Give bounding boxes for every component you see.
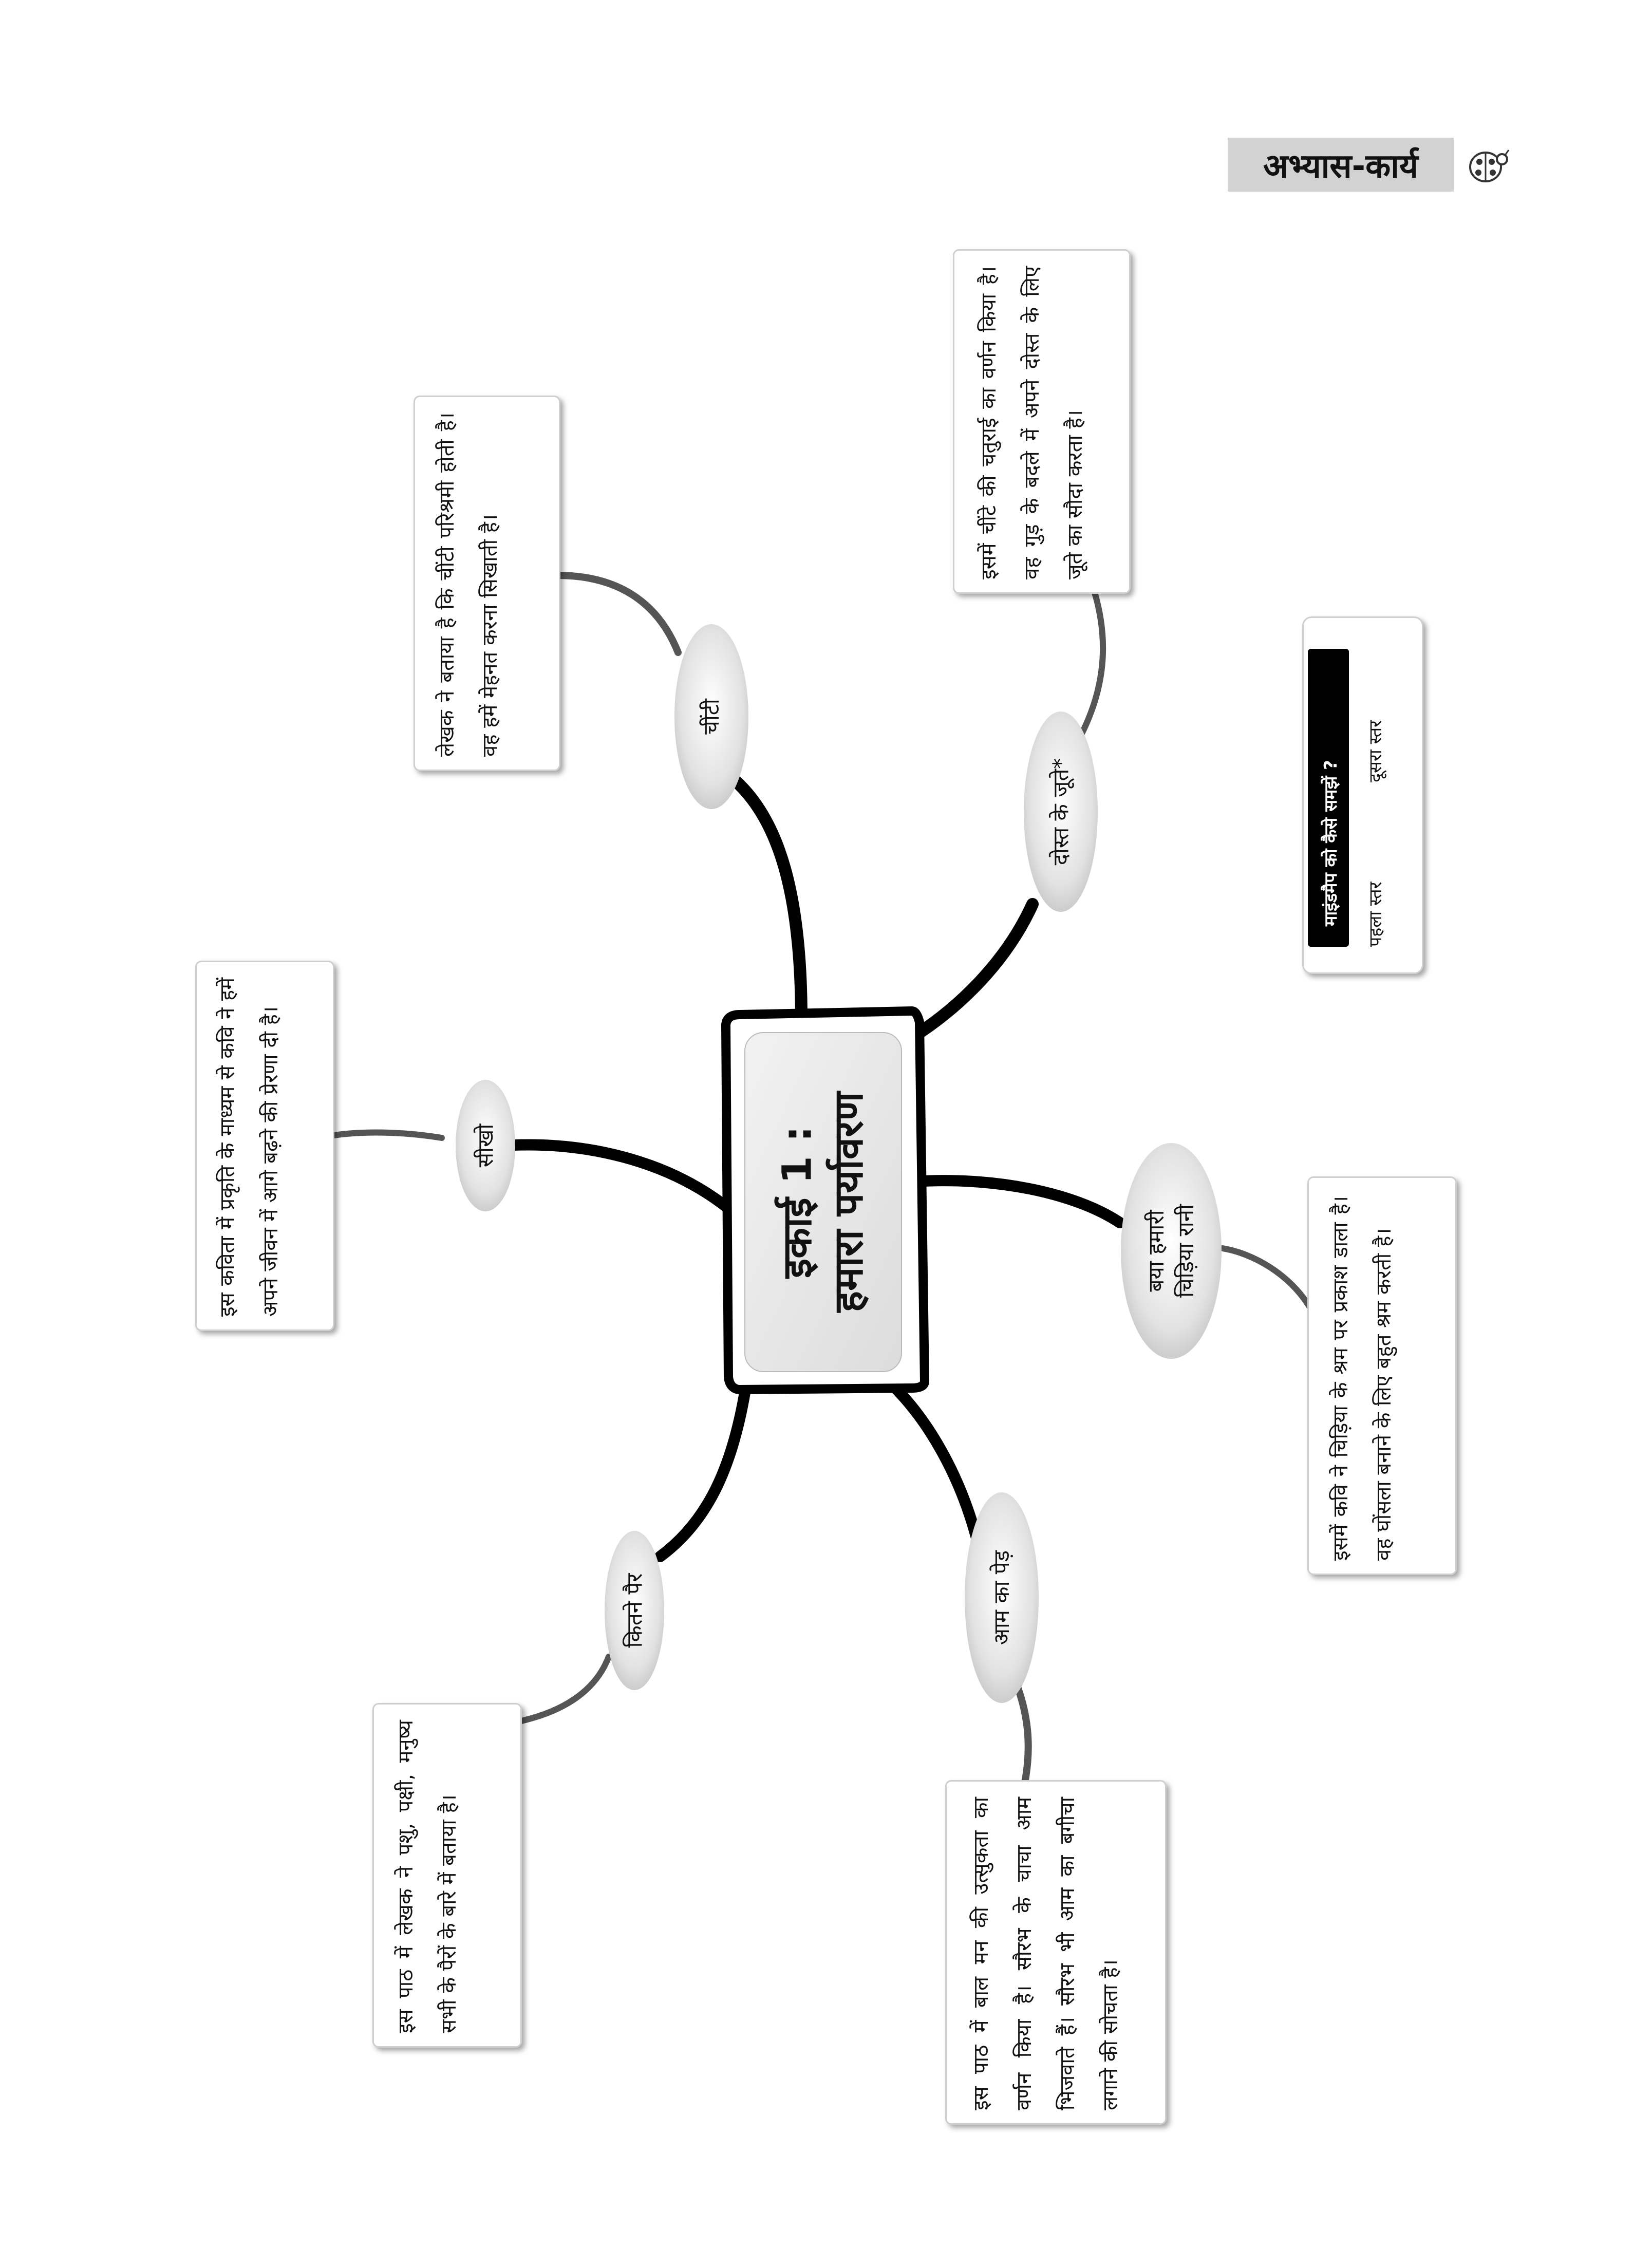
node-label-kitne: कितने पैर (622, 1573, 647, 1648)
section-header: अभ्यास-कार्य (1228, 138, 1454, 192)
center-node (721, 1006, 930, 1395)
legend-title: माइंडमैप को कैसे समझें ? (1321, 760, 1341, 926)
node-label-aam: आम का पेड़ (989, 1550, 1015, 1645)
note-text-baya: इसमें कवि ने चिड़िया के श्रम पर प्रकाश ड… (1329, 1196, 1396, 1561)
center-label: इकाई 1 : हमारा पर्यावरण (745, 1033, 902, 1372)
oval-aam (965, 1492, 1039, 1703)
note-text-dost: इसमें चींटे की चतुराई का वर्णन किया है। … (977, 266, 1087, 579)
note-box-baya: इसमें कवि ने चिड़िया के श्रम पर प्रकाश ड… (1307, 1176, 1457, 1575)
node-label-chinti: चींटी (698, 699, 724, 735)
note-text-aam: इस पाठ में बाल मन की उत्सुकता का वर्णन क… (969, 1797, 1122, 2110)
oval-seekho (456, 1080, 515, 1211)
oval-kitne (605, 1531, 664, 1690)
ladybug-icon (1469, 149, 1510, 182)
note-box-aam: इस पाठ में बाल मन की उत्सुकता का वर्णन क… (945, 1780, 1167, 2125)
note-box-kitne: इस पाठ में लेखक ने पशु, पक्षी, मनुष्य सभ… (372, 1703, 522, 2048)
note-text-chinti: लेखक ने बताया है कि चींटी परिश्रमी होती … (435, 413, 502, 757)
center-title-line1: इकाई 1 : (774, 1126, 821, 1279)
legend-box: माइंडमैप को कैसे समझें ? पहला स्तर दूसरा… (1302, 616, 1423, 974)
note-box-chinti: लेखक ने बताया है कि चींटी परिश्रमी होती … (414, 396, 560, 771)
oval-baya (1121, 1143, 1222, 1359)
note-text-kitne: इस पाठ में लेखक ने पशु, पक्षी, मनुष्य सभ… (394, 1720, 461, 2033)
oval-chinti (674, 624, 748, 809)
center-title-line2: हमारा पर्यावरण (825, 1092, 872, 1313)
note-box-dost: इसमें चींटे की चतुराई का वर्णन किया है। … (953, 249, 1131, 594)
legend-level2: दूसरा स्तर (1365, 720, 1386, 782)
legend-level1: पहला स्तर (1365, 882, 1386, 947)
baya-line2: चिड़िया रानी (1173, 1204, 1198, 1298)
node-label-baya: बया हमारी चिड़िया रानी (1121, 1143, 1222, 1359)
oval-nodes (456, 624, 1222, 1703)
oval-dost (1024, 711, 1098, 912)
section-header-label: अभ्यास-कार्य (1263, 147, 1418, 185)
legend-title-bar (1308, 649, 1349, 947)
node-label-seekho: सीखो (472, 1123, 498, 1168)
note-text-seekho: इस कविता में प्रकृति के माध्यम से कवि ने… (216, 978, 283, 1317)
node-label-dost: दोस्त के जूते* (1048, 758, 1073, 866)
baya-line1: बया हमारी (1143, 1210, 1169, 1292)
note-box-seekho: इस कविता में प्रकृति के माध्यम से कवि ने… (195, 961, 334, 1331)
first-level-connectors (498, 770, 1125, 1562)
